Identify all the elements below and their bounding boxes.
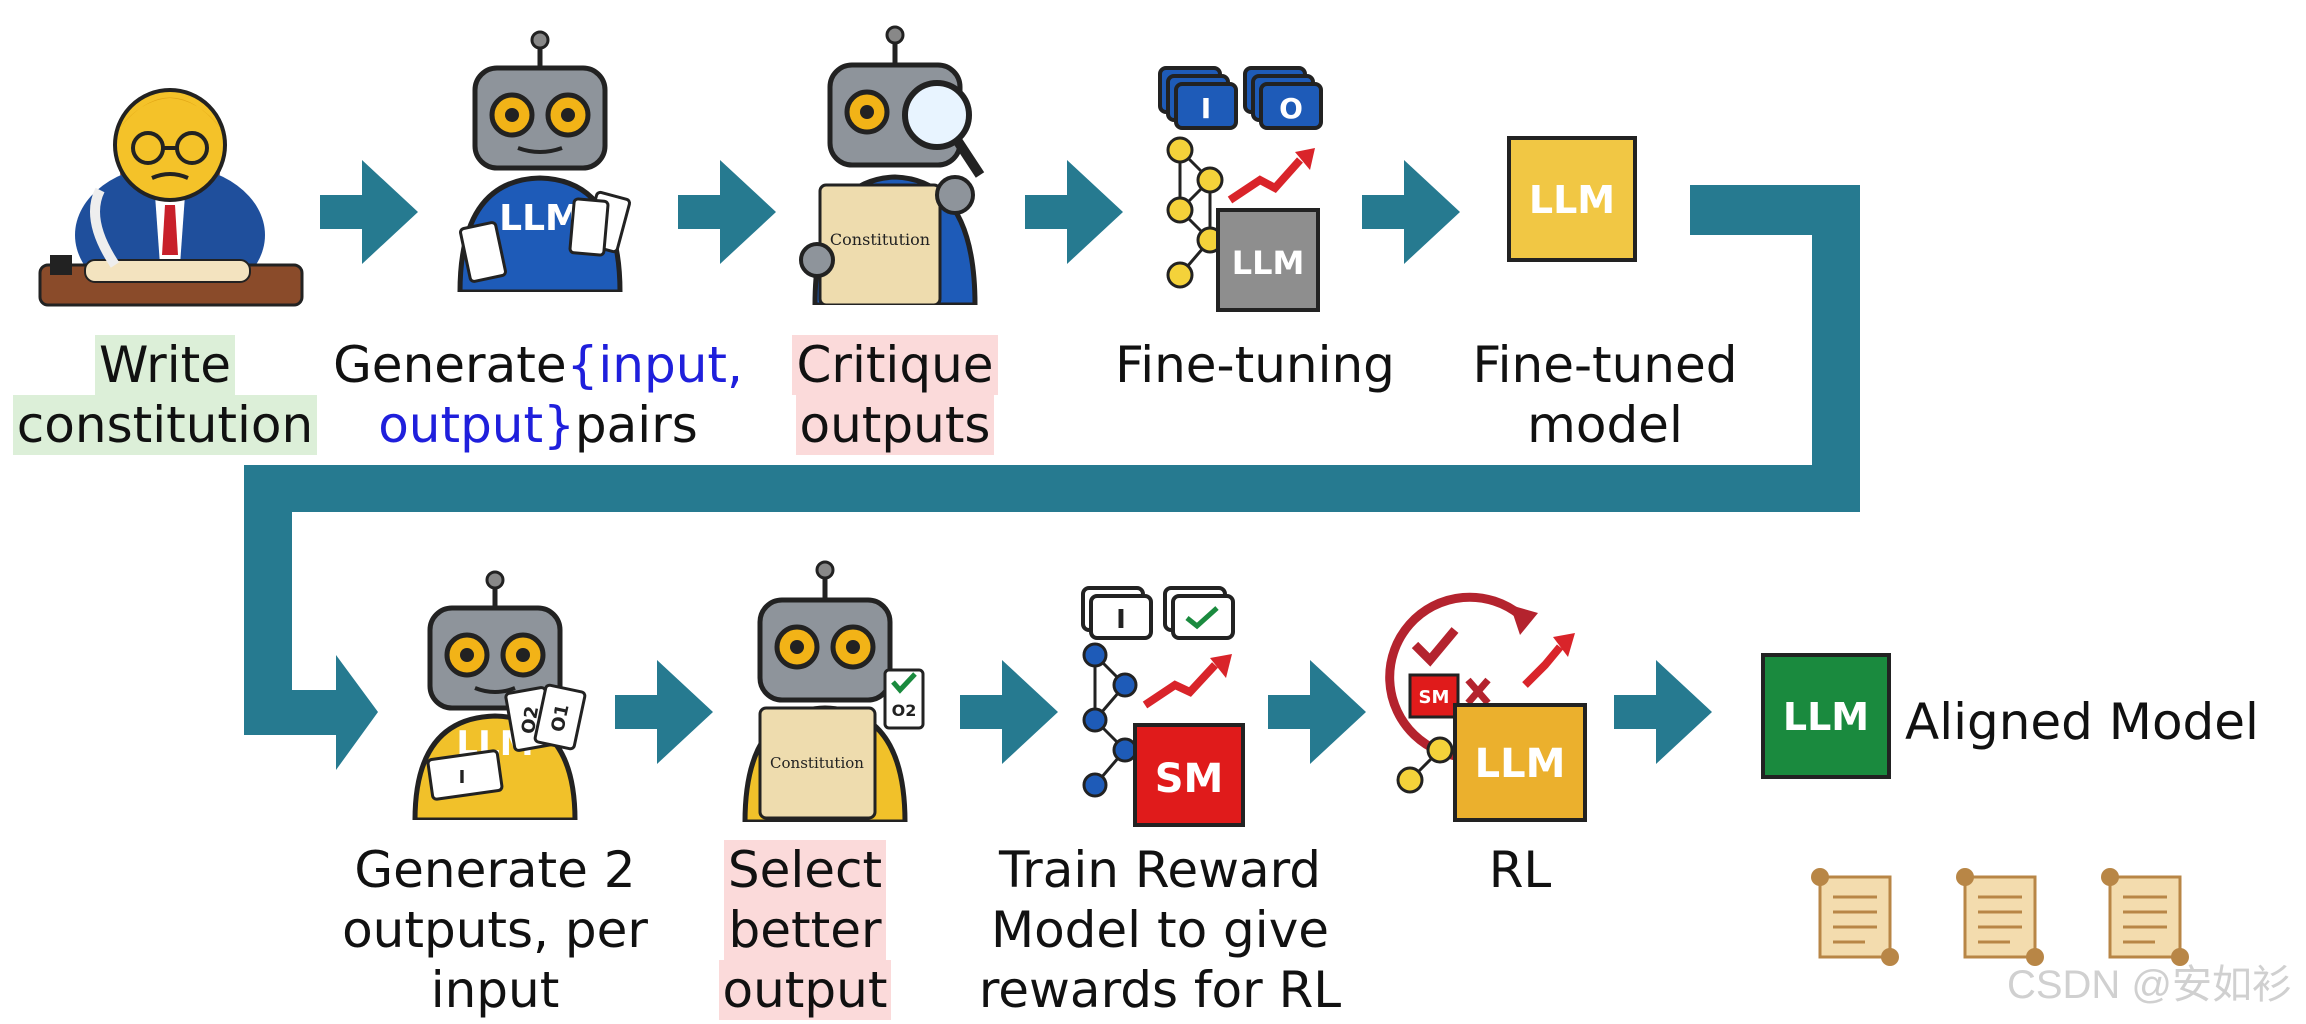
arrows-group xyxy=(244,160,1860,770)
aligned-llm-icon: LLM xyxy=(1761,653,1891,779)
box-text: LLM xyxy=(1475,741,1566,787)
step-select-better-output-label: Select better output xyxy=(680,840,930,1020)
label-line: Critique xyxy=(792,335,998,395)
label-line: Write xyxy=(94,335,235,395)
box-text: LLM xyxy=(1783,695,1869,739)
arrow-2 xyxy=(678,160,776,264)
robot-select-icon: Constitution O2 xyxy=(742,560,925,822)
robot-magnifier-icon: Constitution xyxy=(799,25,985,305)
arrow-1 xyxy=(320,160,418,264)
step-write-constitution-label: Write constitution xyxy=(10,335,320,455)
io-text: I xyxy=(1201,92,1211,125)
label-line: RL xyxy=(1488,841,1552,899)
box-text: LLM xyxy=(1232,244,1305,282)
scroll-icon xyxy=(2101,868,2189,966)
watermark: CSDN @安如衫 xyxy=(2006,963,2292,1007)
step-generate-2-outputs-label: Generate 2 outputs, per input xyxy=(330,840,660,1020)
label-line: outputs xyxy=(795,395,995,455)
robot-llm-cards-icon: LLM xyxy=(457,30,632,292)
llm-box-icon: LLM xyxy=(1507,136,1637,262)
scroll-text: Constitution xyxy=(830,230,930,249)
label-line: Train Reward xyxy=(998,841,1322,899)
arrow-8 xyxy=(1614,660,1712,764)
io-network-llm-icon: I O LLM xyxy=(1158,66,1323,312)
io-text: O xyxy=(1279,92,1303,125)
step-fine-tuning-label: Fine-tuning xyxy=(1100,335,1410,395)
label-text: pairs xyxy=(574,396,698,454)
sm-text: SM xyxy=(1419,687,1450,708)
label-line: Select xyxy=(723,840,887,900)
step-train-reward-model-label: Train Reward Model to give rewards for R… xyxy=(965,840,1355,1020)
label-line: outputs, per xyxy=(342,901,648,959)
judge-writing-icon xyxy=(38,88,304,307)
scroll-icon xyxy=(1956,868,2044,966)
label-line: Fine-tuned xyxy=(1472,336,1738,394)
rl-cycle-icon: SM LLM xyxy=(1385,592,1587,822)
label-line: constitution xyxy=(12,395,318,455)
step-rl-label: RL xyxy=(1400,840,1640,900)
arrow-3 xyxy=(1025,160,1123,264)
robot-two-outputs-icon: LLM O2 O1 I xyxy=(412,570,587,820)
step-critique-outputs-label: Critique outputs xyxy=(770,335,1020,455)
label-line: rewards for RL xyxy=(978,961,1342,1019)
arrow-7 xyxy=(1268,660,1366,764)
aligned-model-label: Aligned Model xyxy=(1905,692,2259,752)
scroll-icons-group xyxy=(1811,868,2189,966)
box-text: SM xyxy=(1155,756,1224,802)
step-fine-tuned-model-label: Fine-tuned model xyxy=(1440,335,1770,455)
card-text: O2 xyxy=(892,701,917,720)
arrow-5 xyxy=(615,660,713,764)
card-text: I xyxy=(459,767,466,788)
box-text: LLM xyxy=(1529,178,1615,222)
uturn-band xyxy=(244,185,1860,770)
io-text: I xyxy=(1116,605,1126,635)
label-text-blue: {input, xyxy=(566,336,743,394)
label-line: output xyxy=(718,960,892,1020)
label-line: Fine-tuning xyxy=(1115,336,1395,394)
label-line: Model to give xyxy=(990,901,1330,959)
arrow-6 xyxy=(960,660,1058,764)
label-line: Aligned Model xyxy=(1905,693,2259,751)
label-line: model xyxy=(1527,396,1683,454)
label-text: Generate xyxy=(333,336,567,394)
sm-network-icon: I SM xyxy=(1081,586,1245,827)
step-generate-pairs-label: Generate {input, output} pairs xyxy=(328,335,748,455)
label-text-blue: output} xyxy=(378,396,575,454)
shirt-text: LLM xyxy=(499,198,581,239)
arrow-4 xyxy=(1362,160,1460,264)
scroll-text: Constitution xyxy=(770,754,864,772)
label-line: better xyxy=(724,900,886,960)
scroll-icon xyxy=(1811,868,1899,966)
label-line: Generate 2 xyxy=(354,841,636,899)
label-line: input xyxy=(430,961,560,1019)
